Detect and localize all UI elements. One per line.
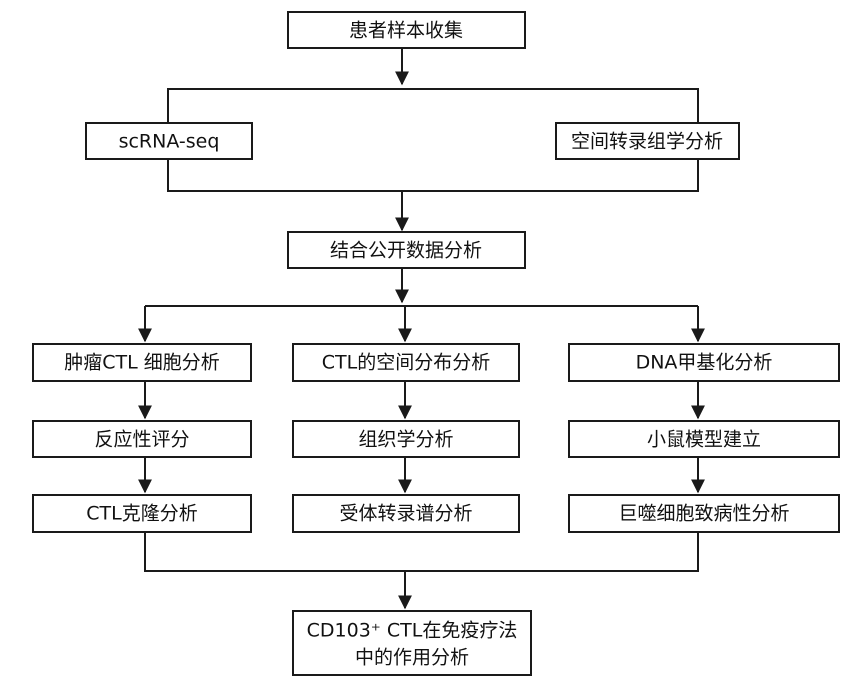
node-histo: 组织学分析 [292,420,520,458]
node-spatial: 空间转录组学分析 [555,122,740,160]
node-ctl-spatial: CTL的空间分布分析 [292,343,520,382]
node-clone: CTL克隆分析 [32,494,252,533]
connectors [138,48,705,610]
node-ctl-spatial-label: CTL的空间分布分析 [322,352,490,374]
split-bracket [167,88,699,122]
node-histo-label: 组织学分析 [358,429,453,451]
node-mouse: 小鼠模型建立 [568,420,840,458]
node-final: CD103⁺ CTL在免疫疗法 中的作用分析 [292,610,532,676]
node-response-label: 反应性评分 [94,429,189,451]
node-final-label-line1: CD103⁺ CTL在免疫疗法 [307,620,518,642]
node-dna-label: DNA甲基化分析 [636,352,773,374]
node-macrophage-label: 巨噬细胞致病性分析 [618,503,789,525]
node-macrophage: 巨噬细胞致病性分析 [568,494,840,533]
node-collect-label: 患者样本收集 [349,20,463,42]
node-receptor: 受体转录谱分析 [292,494,520,533]
node-collect: 患者样本收集 [287,11,526,49]
node-scrna-label: scRNA-seq [119,131,220,153]
merge-bracket [167,159,699,192]
node-spatial-label: 空间转录组学分析 [571,131,723,153]
node-dna: DNA甲基化分析 [568,343,840,382]
node-ctl-cell-label: 肿瘤CTL 细胞分析 [64,352,220,374]
node-scrna: scRNA-seq [85,122,253,160]
node-mouse-label: 小鼠模型建立 [647,429,761,451]
node-public-label: 结合公开数据分析 [330,240,482,262]
node-response: 反应性评分 [32,420,252,458]
node-ctl-cell: 肿瘤CTL 细胞分析 [32,343,252,382]
node-public: 结合公开数据分析 [287,231,526,269]
final-merge-bracket [144,532,699,572]
node-clone-label: CTL克隆分析 [86,503,197,525]
node-receptor-label: 受体转录谱分析 [339,503,472,525]
node-final-label-line2: 中的作用分析 [355,647,469,669]
